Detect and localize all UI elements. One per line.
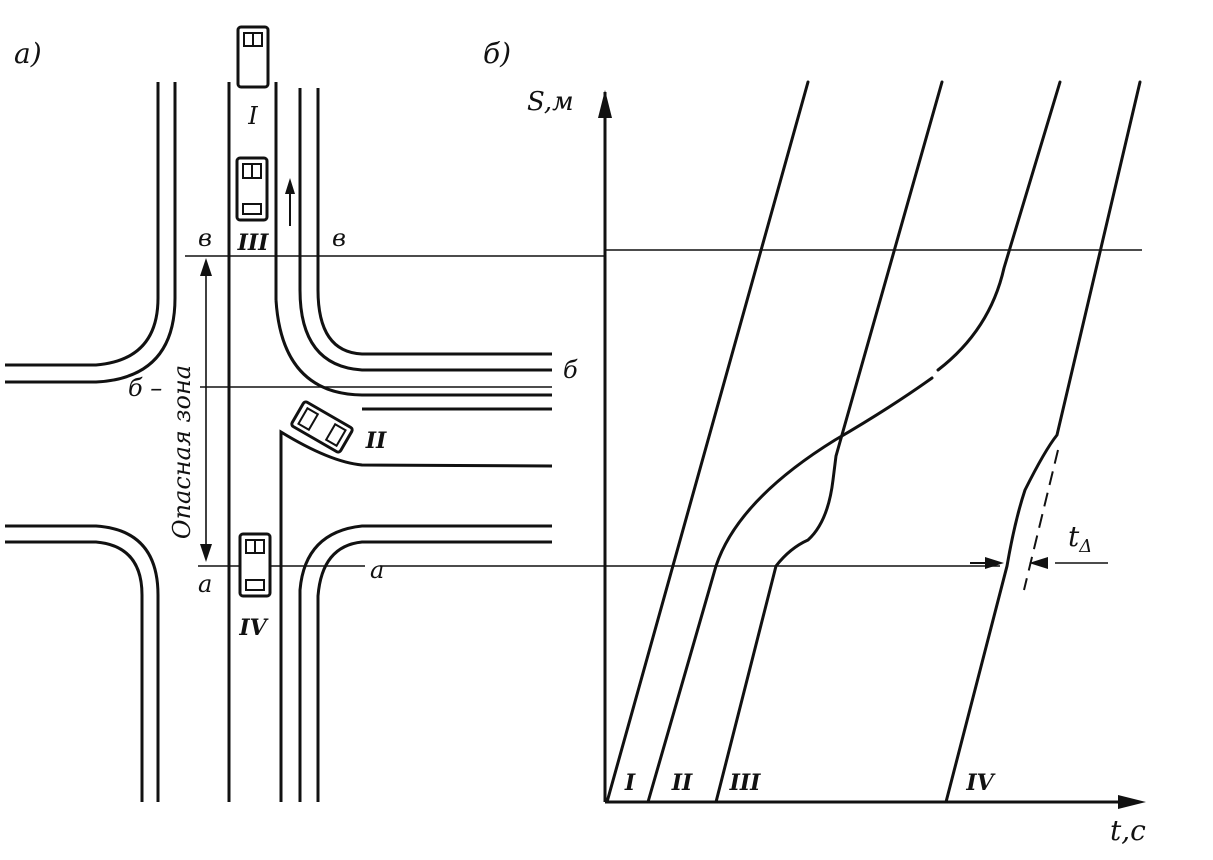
x-axis-label: t,c xyxy=(1110,814,1146,847)
curve-label-iii: III xyxy=(729,770,762,796)
panel-b-label: б) xyxy=(483,37,511,70)
label-b-left: б – xyxy=(128,374,162,402)
vehicle-i-icon xyxy=(236,25,270,89)
vehicle-ii-label: II xyxy=(365,428,387,454)
vehicle-iii-label: III xyxy=(237,230,270,256)
t-delta-left-arrow-icon xyxy=(985,557,1004,569)
label-a-right: а xyxy=(370,556,384,584)
road-edges xyxy=(5,82,553,802)
distance-time-graph: б) S,м t,c tΔ I II xyxy=(330,37,1146,847)
y-axis-arrow-icon xyxy=(598,90,612,118)
trajectory-ii-upper xyxy=(936,80,1062,372)
danger-zone-label: Опасная зона xyxy=(168,365,196,539)
trajectory-iii xyxy=(714,80,944,804)
danger-zone-arrow-bottom-icon xyxy=(200,544,212,562)
graph-section-lines xyxy=(330,249,1142,567)
reference-dashed-line xyxy=(1023,449,1059,591)
t-delta-label: tΔ xyxy=(1068,520,1092,557)
direction-arrow-icon xyxy=(285,178,295,194)
vehicle-i-label: I xyxy=(247,102,258,130)
vehicle-iv-icon xyxy=(238,532,272,598)
section-lines xyxy=(185,255,605,567)
label-v-right: в xyxy=(332,224,346,252)
x-axis-arrow-icon xyxy=(1118,795,1146,809)
vehicle-iii-icon xyxy=(235,156,269,222)
curve-label-ii: II xyxy=(671,770,693,796)
trajectory-ii xyxy=(646,376,934,804)
y-axis-label: S,м xyxy=(527,87,574,117)
danger-zone-arrow-top-icon xyxy=(200,258,212,276)
intersection-plan: а) xyxy=(5,25,605,802)
t-delta-right-arrow-icon xyxy=(1029,557,1048,569)
panel-a-label: а) xyxy=(14,37,42,70)
label-v-left: в xyxy=(198,224,212,252)
trajectory-iv xyxy=(944,80,1142,804)
curve-label-iv: IV xyxy=(965,770,995,796)
label-a-left: а xyxy=(198,570,212,598)
vehicle-iv-label: IV xyxy=(238,615,268,641)
vehicle-ii-icon xyxy=(290,400,354,454)
curve-label-i: I xyxy=(624,770,636,796)
label-b-right: б xyxy=(563,356,578,384)
trajectory-i xyxy=(605,80,810,804)
lane-lines xyxy=(227,82,278,802)
